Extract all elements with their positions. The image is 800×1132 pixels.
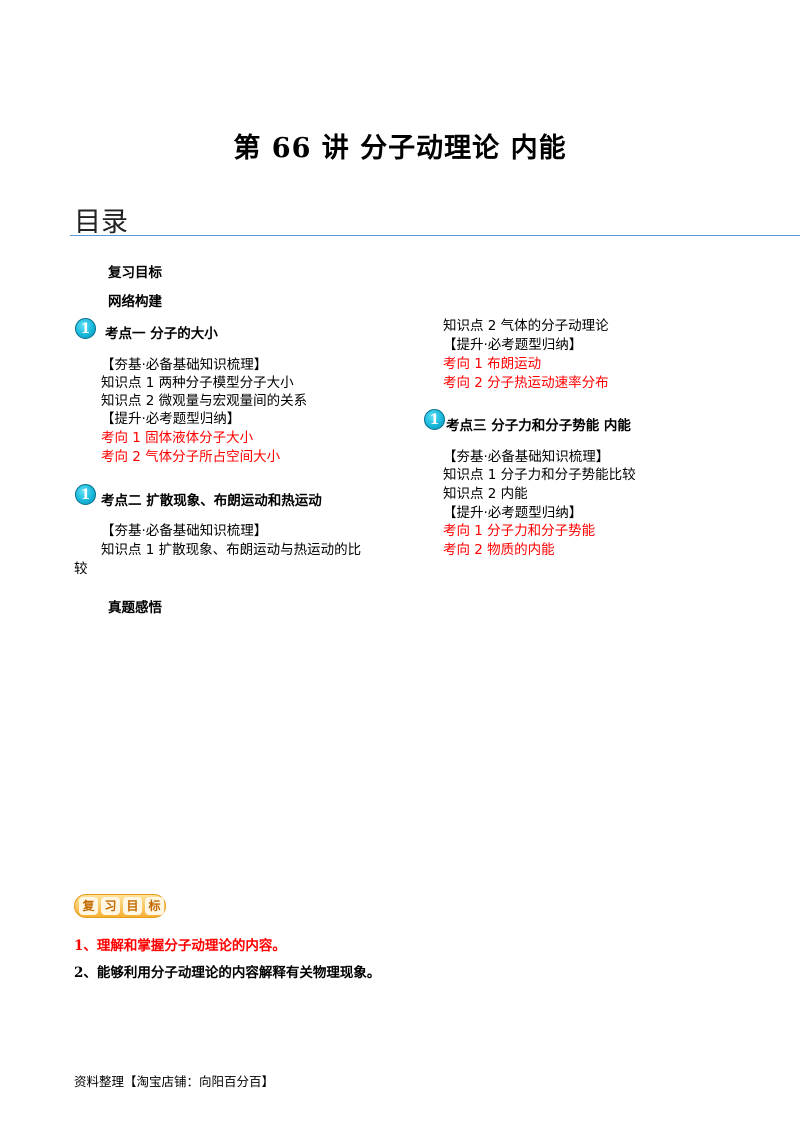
toc-line[interactable]: 较 [74, 561, 88, 577]
goal-item: 2、能够利用分子动理论的内容解释有关物理现象。 [74, 965, 381, 981]
toc-line[interactable]: 知识点 1 两种分子模型分子大小 [101, 375, 294, 391]
toc-line[interactable]: 【提升·必考题型归纳】 [443, 505, 583, 521]
toc-line[interactable]: 考向 2 气体分子所占空间大小 [101, 449, 281, 465]
badge-char: 标 [145, 897, 164, 915]
toc-line[interactable]: 考向 2 物质的内能 [443, 542, 555, 558]
toc-section-title[interactable]: 考点一 分子的大小 [105, 326, 218, 342]
toc-line[interactable]: 知识点 2 微观量与宏观量间的关系 [101, 393, 308, 409]
toc-line[interactable]: 【夯基·必备基础知识梳理】 [101, 357, 268, 373]
badge-char: 目 [123, 897, 142, 915]
toc-line[interactable]: 【提升·必考题型归纳】 [101, 411, 241, 427]
section-number-icon: 1 [424, 409, 445, 430]
section-number-icon: 1 [75, 318, 96, 339]
toc-section-title[interactable]: 考点二 扩散现象、布朗运动和热运动 [101, 493, 322, 509]
goal-item: 1、理解和掌握分子动理论的内容。 [74, 938, 286, 954]
toc-divider [70, 235, 800, 236]
toc-line[interactable]: 考向 1 分子力和分子势能 [443, 523, 596, 539]
toc-line[interactable]: 考向 1 布朗运动 [443, 356, 542, 372]
footer-note: 资料整理【淘宝店铺：向阳百分百】 [74, 1074, 275, 1089]
toc-line[interactable]: 考向 2 分子热运动速率分布 [443, 375, 609, 391]
toc-section-title[interactable]: 考点三 分子力和分子势能 内能 [446, 418, 631, 434]
toc-line[interactable]: 【夯基·必备基础知识梳理】 [443, 449, 610, 465]
toc-line[interactable]: 知识点 1 分子力和分子势能比较 [443, 467, 636, 483]
toc-heading: 目录 [74, 207, 128, 238]
section-number-icon: 1 [75, 484, 96, 505]
toc-line[interactable]: 考向 1 固体液体分子大小 [101, 430, 254, 446]
toc-review-goals[interactable]: 复习目标 [108, 265, 162, 281]
toc-line[interactable]: 【提升·必考题型归纳】 [443, 337, 583, 353]
badge-char: 习 [101, 897, 120, 915]
toc-line[interactable]: 【夯基·必备基础知识梳理】 [101, 523, 268, 539]
toc-line[interactable]: 知识点 2 内能 [443, 486, 528, 502]
badge-char: 复 [79, 897, 98, 915]
toc-line[interactable]: 知识点 2 气体的分子动理论 [443, 318, 609, 334]
toc-real-exam[interactable]: 真题感悟 [108, 600, 162, 616]
toc-line[interactable]: 知识点 1 扩散现象、布朗运动与热运动的比 [101, 542, 362, 558]
toc-network[interactable]: 网络构建 [108, 294, 162, 310]
review-goals-badge: 复 习 目 标 [74, 894, 166, 918]
page-title: 第 66 讲 分子动理论 内能 [233, 133, 567, 164]
